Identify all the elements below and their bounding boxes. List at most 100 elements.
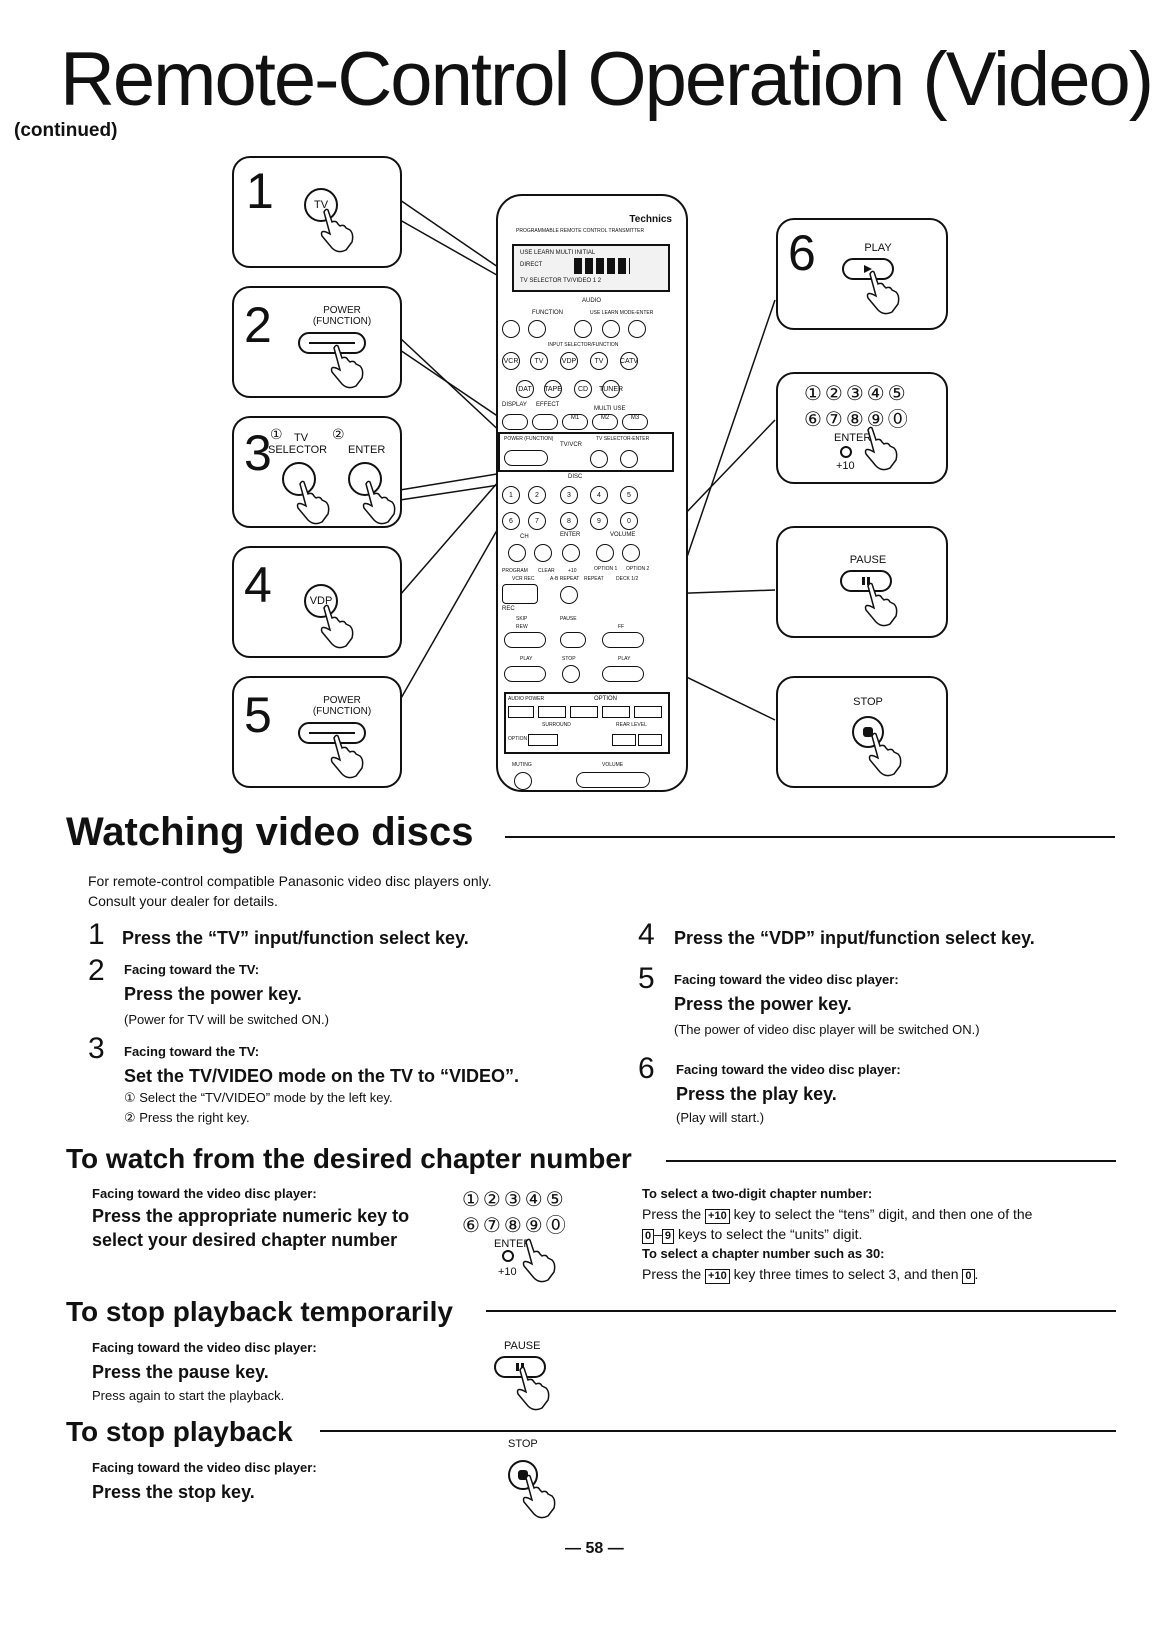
tape-key[interactable]: TAPE [544, 380, 562, 398]
remote-label: A-B REPEAT [550, 576, 580, 582]
play-key[interactable] [602, 666, 644, 682]
numpad-row[interactable]: ①②③④⑤ [804, 383, 909, 405]
stop-key[interactable] [562, 665, 580, 683]
m2-key[interactable]: M2 [592, 414, 618, 430]
pressing-hand-icon [522, 1238, 556, 1283]
vdp-key[interactable]: VDP [560, 352, 578, 370]
tv-selector-key[interactable] [590, 450, 608, 468]
vol-down-key[interactable] [596, 544, 614, 562]
step-number: 3 [88, 1032, 105, 1065]
rear-down-key[interactable] [612, 734, 636, 746]
remote-label: FUNCTION [532, 310, 563, 316]
lcd-display: USE LEARN MULTI INITIAL DIRECT TV SELECT… [512, 244, 670, 292]
step-number: 6 [788, 225, 816, 281]
remote-key[interactable] [574, 320, 592, 338]
power-function-key[interactable] [298, 332, 366, 354]
m1-key[interactable]: M1 [562, 414, 588, 430]
rear-up-key[interactable] [638, 734, 662, 746]
lcd-text: USE LEARN MULTI INITIAL [520, 250, 596, 256]
dat-key[interactable]: DAT [516, 380, 534, 398]
pressing-hand-icon [522, 1474, 556, 1519]
remote-label: PROGRAM [502, 568, 528, 574]
tv-key[interactable]: TV [530, 352, 548, 370]
remote-key[interactable] [628, 320, 646, 338]
clear-key[interactable] [560, 586, 578, 604]
numpad-row[interactable]: ⑥⑦⑧⑨⓪ [462, 1215, 569, 1237]
step-heading: Press the “TV” input/function select key… [122, 928, 469, 948]
cd-key[interactable]: CD [574, 380, 592, 398]
key-label: PLAY [864, 242, 892, 254]
stop-box: STOP [776, 676, 948, 788]
remote-key[interactable] [528, 320, 546, 338]
remote-label: USE LEARN MODE-ENTER [590, 310, 654, 316]
step-note: (Power for TV will be switched ON.) [124, 1012, 329, 1027]
numpad-row[interactable]: ⑥⑦⑧⑨⓪ [804, 409, 911, 431]
vol-up-key[interactable] [622, 544, 640, 562]
tuner-key[interactable]: TUNER [599, 380, 623, 398]
rec-key[interactable] [502, 584, 538, 604]
power-function-key[interactable] [298, 722, 366, 744]
tv-selector-key[interactable] [282, 462, 316, 496]
remote-key[interactable] [502, 320, 520, 338]
vdp-key[interactable]: VDP [304, 584, 338, 618]
step-mark: ② [332, 426, 345, 442]
lcd-text: DIRECT [520, 262, 543, 268]
display-key[interactable] [502, 414, 528, 430]
numpad-row[interactable]: ①②③④⑤ [462, 1189, 567, 1211]
option-a-key[interactable] [538, 706, 566, 718]
ff-key[interactable] [602, 632, 644, 648]
volume-key[interactable] [576, 772, 650, 788]
catv-key[interactable]: CATV [620, 352, 638, 370]
m3-key[interactable]: M3 [622, 414, 648, 430]
enter-key[interactable] [840, 446, 852, 458]
plus10-key-box: +10 [705, 1269, 730, 1284]
step-action: Press the play key. [676, 1084, 837, 1104]
effect-key[interactable] [532, 414, 558, 430]
power-function-key[interactable] [504, 450, 548, 466]
step-number: 1 [246, 163, 274, 219]
step-action: select your desired chapter number [92, 1230, 398, 1250]
enter-key[interactable] [620, 450, 638, 468]
step-facing: Facing toward the video disc player: [92, 1340, 317, 1355]
remote-label: PLAY [618, 656, 631, 662]
key-label: ENTER [348, 444, 386, 456]
option-b-key[interactable] [570, 706, 598, 718]
enter-key[interactable] [348, 462, 382, 496]
remote-label: +10 [568, 568, 577, 574]
subsection-title: To stop playback temporarily [66, 1296, 453, 1327]
enter-key[interactable] [562, 544, 580, 562]
step-note: ② Press the right key. [124, 1110, 250, 1125]
step-facing: Facing toward the TV: [124, 962, 260, 977]
ch-up-key[interactable] [534, 544, 552, 562]
option-d-key[interactable] [634, 706, 662, 718]
pressing-hand-icon [330, 734, 364, 779]
play-key[interactable] [842, 258, 894, 280]
stop-icon [863, 727, 873, 737]
remote-key[interactable] [602, 320, 620, 338]
pause-key[interactable] [560, 632, 586, 648]
audio-power-key[interactable] [508, 706, 534, 718]
tv-key[interactable]: TV [304, 188, 338, 222]
stop-key[interactable] [852, 716, 884, 748]
tip-text: 0–9 keys to select the “units” digit. [642, 1225, 862, 1244]
pause-key[interactable] [840, 570, 892, 592]
plus10-key-box: +10 [705, 1209, 730, 1224]
page-number: — 58 — [565, 1540, 624, 1557]
remote-label: CLEAR [538, 568, 555, 574]
step-heading: Press the “VDP” input/function select ke… [674, 928, 1035, 948]
remote-label: OPTION [594, 696, 618, 702]
reverse-play-key[interactable] [504, 666, 546, 682]
enter-key[interactable] [502, 1250, 514, 1262]
vcr-key[interactable]: VCR [502, 352, 520, 370]
remote-label: SURROUND [542, 722, 571, 728]
brand-logo: Technics [629, 214, 672, 225]
option-key[interactable] [528, 734, 558, 746]
remote-label: MUTING [512, 762, 532, 768]
muting-key[interactable] [514, 772, 532, 790]
option-c-key[interactable] [602, 706, 630, 718]
step-note: Press again to start the playback. [92, 1388, 285, 1403]
ch-down-key[interactable] [508, 544, 526, 562]
step-action: Press the power key. [674, 994, 852, 1014]
tv-key-2[interactable]: TV [590, 352, 608, 370]
rew-key[interactable] [504, 632, 546, 648]
